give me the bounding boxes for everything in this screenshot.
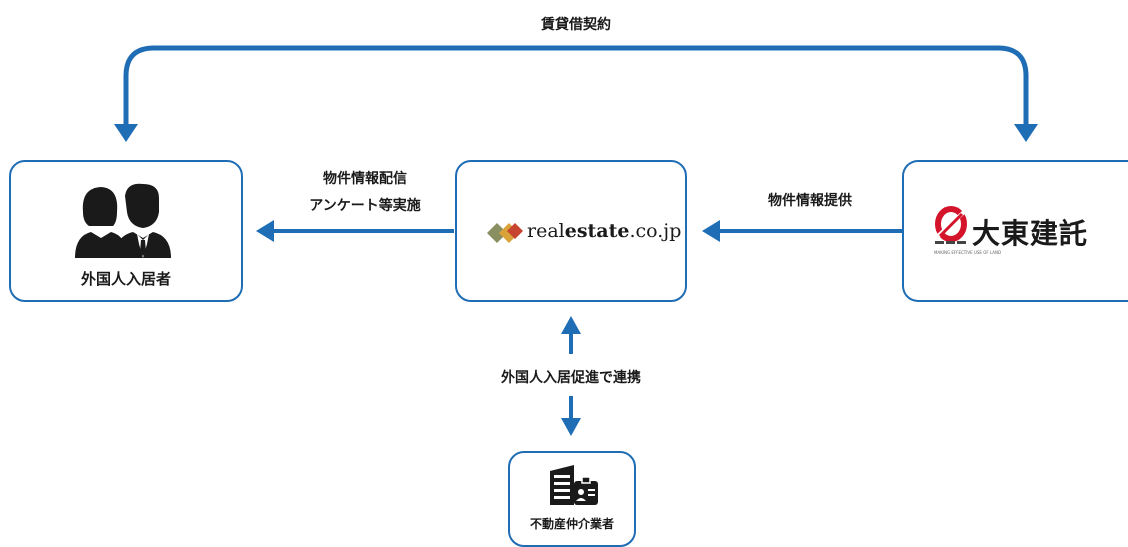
cooperation-arrowhead-up	[561, 316, 581, 334]
info-provision-arrowhead	[702, 220, 720, 242]
info-distribution-arrowhead	[256, 220, 274, 242]
contract-arrowhead-left	[114, 124, 138, 142]
realestate-box: realestate.co.jp	[455, 160, 687, 302]
realestate-logo-text: realestate.co.jp	[527, 220, 681, 242]
office-building-icon	[550, 465, 598, 505]
daito-logo-icon	[935, 206, 967, 244]
contract-arrowhead-right	[1014, 124, 1038, 142]
logo-text-real: real	[527, 220, 565, 242]
diamond-logo-icon	[487, 223, 523, 243]
cooperation-arrowhead-down	[561, 418, 581, 436]
info-provision-label: 物件情報提供	[768, 193, 852, 209]
people-icon	[75, 183, 171, 258]
real-estate-agency-box: 不動産仲介業者	[508, 451, 636, 547]
contract-arrow	[123, 45, 1029, 131]
survey-label: アンケート等実施	[309, 198, 421, 214]
connector-arrows	[114, 45, 1038, 436]
foreign-residents-label: 外国人入居者	[80, 270, 171, 288]
contract-label: 賃貸借契約	[541, 17, 611, 33]
daito-logo-text: 大東建託	[972, 217, 1089, 250]
daito-box: 大東建託 MAKING EFFECTIVE USE OF LAND	[902, 160, 1128, 302]
real-estate-agency-label: 不動産仲介業者	[529, 517, 614, 531]
logo-text-domain: .co.jp	[629, 220, 682, 242]
info-distribution-label: 物件情報配信	[323, 171, 407, 187]
cooperation-label: 外国人入居促進で連携	[501, 370, 641, 386]
daito-tagline: MAKING EFFECTIVE USE OF LAND	[934, 250, 1002, 255]
logo-text-estate: estate	[564, 220, 630, 242]
foreign-residents-box: 外国人入居者	[9, 160, 243, 302]
